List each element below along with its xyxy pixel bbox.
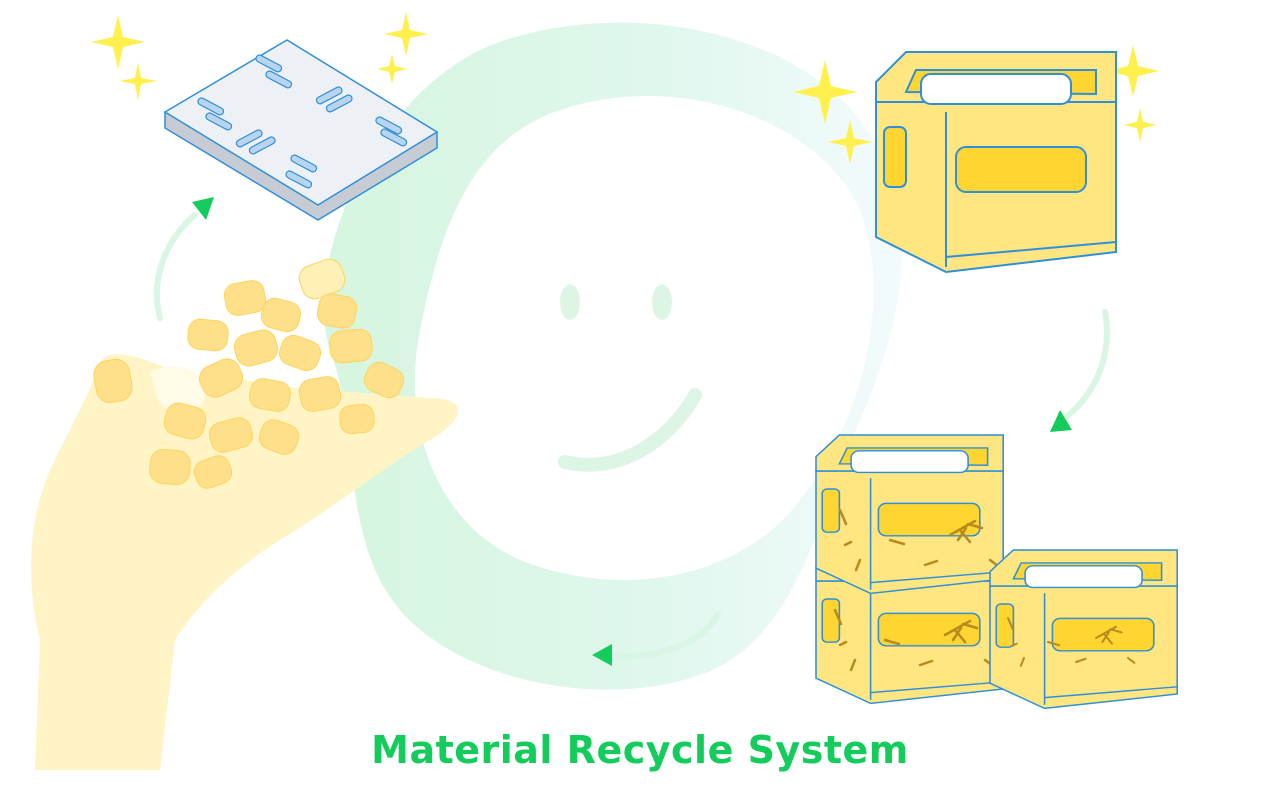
pallet-icon — [163, 39, 439, 221]
sparkle-icon — [1123, 108, 1157, 142]
arrow-down-right-icon — [1050, 410, 1072, 432]
sparkle-icon — [793, 60, 857, 124]
left-eye-icon — [560, 284, 580, 320]
smile-icon — [558, 388, 702, 472]
smiling-face — [414, 96, 874, 580]
sparkle-icon — [377, 54, 407, 84]
stacked-crates-icon — [815, 434, 1178, 710]
sparkle-icon — [91, 15, 145, 69]
arrow-left-icon — [592, 644, 612, 666]
arrow-up-left-icon — [192, 197, 214, 220]
sparkle-icon — [119, 62, 157, 100]
sparkle-icon — [1107, 45, 1159, 97]
right-eye-icon — [652, 284, 672, 320]
cycle-arrows — [154, 197, 1110, 666]
hand-icon — [31, 354, 459, 770]
pellets-in-hand-icon — [31, 258, 459, 770]
sparkle-icon — [384, 12, 428, 56]
sparkles — [91, 12, 1159, 164]
crate-icon — [875, 51, 1117, 273]
sparkle-icon — [828, 120, 872, 164]
diagram-caption: Material Recycle System — [371, 728, 909, 772]
